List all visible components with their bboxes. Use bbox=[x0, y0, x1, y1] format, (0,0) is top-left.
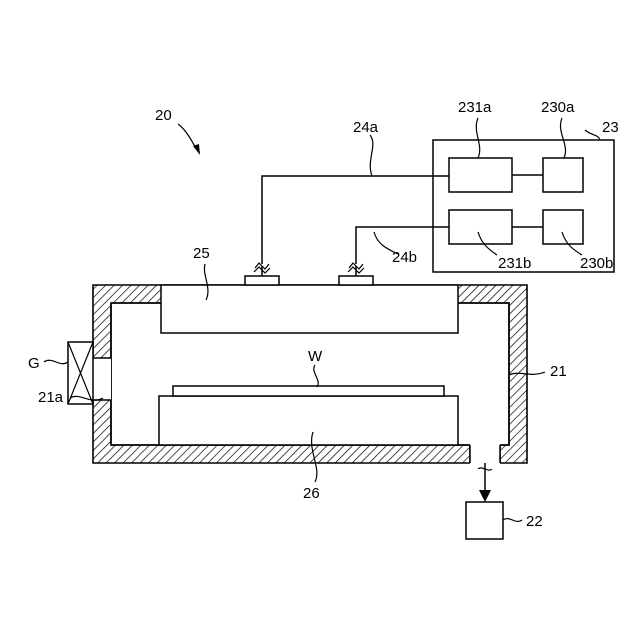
stage bbox=[159, 386, 458, 445]
label-24b: 24b bbox=[392, 249, 417, 266]
label-g: G bbox=[28, 355, 40, 372]
label-24a: 24a bbox=[353, 119, 379, 136]
gate-valve bbox=[68, 342, 93, 404]
controller bbox=[433, 140, 614, 272]
exhaust-unit-box bbox=[466, 502, 503, 539]
exhaust-path bbox=[466, 463, 503, 539]
label-231a: 231a bbox=[458, 99, 492, 116]
label-230b: 230b bbox=[580, 255, 613, 272]
unit-230a-box bbox=[543, 158, 583, 192]
label-21a: 21a bbox=[38, 389, 64, 406]
label-231b: 231b bbox=[498, 255, 531, 272]
label-22: 22 bbox=[526, 513, 543, 530]
label-w: W bbox=[308, 348, 323, 365]
label-230a: 230a bbox=[541, 99, 575, 116]
label-25: 25 bbox=[193, 245, 210, 262]
unit-231a-box bbox=[449, 158, 512, 192]
wafer bbox=[173, 386, 444, 396]
gas-inlet-b bbox=[339, 227, 433, 285]
unit-230b-box bbox=[543, 210, 583, 244]
shower-head bbox=[161, 285, 458, 333]
label-20: 20 bbox=[155, 107, 172, 124]
label-21: 21 bbox=[550, 363, 567, 380]
gas-inlet-a bbox=[245, 176, 433, 285]
label-26: 26 bbox=[303, 485, 320, 502]
label-23: 23 bbox=[602, 119, 619, 136]
